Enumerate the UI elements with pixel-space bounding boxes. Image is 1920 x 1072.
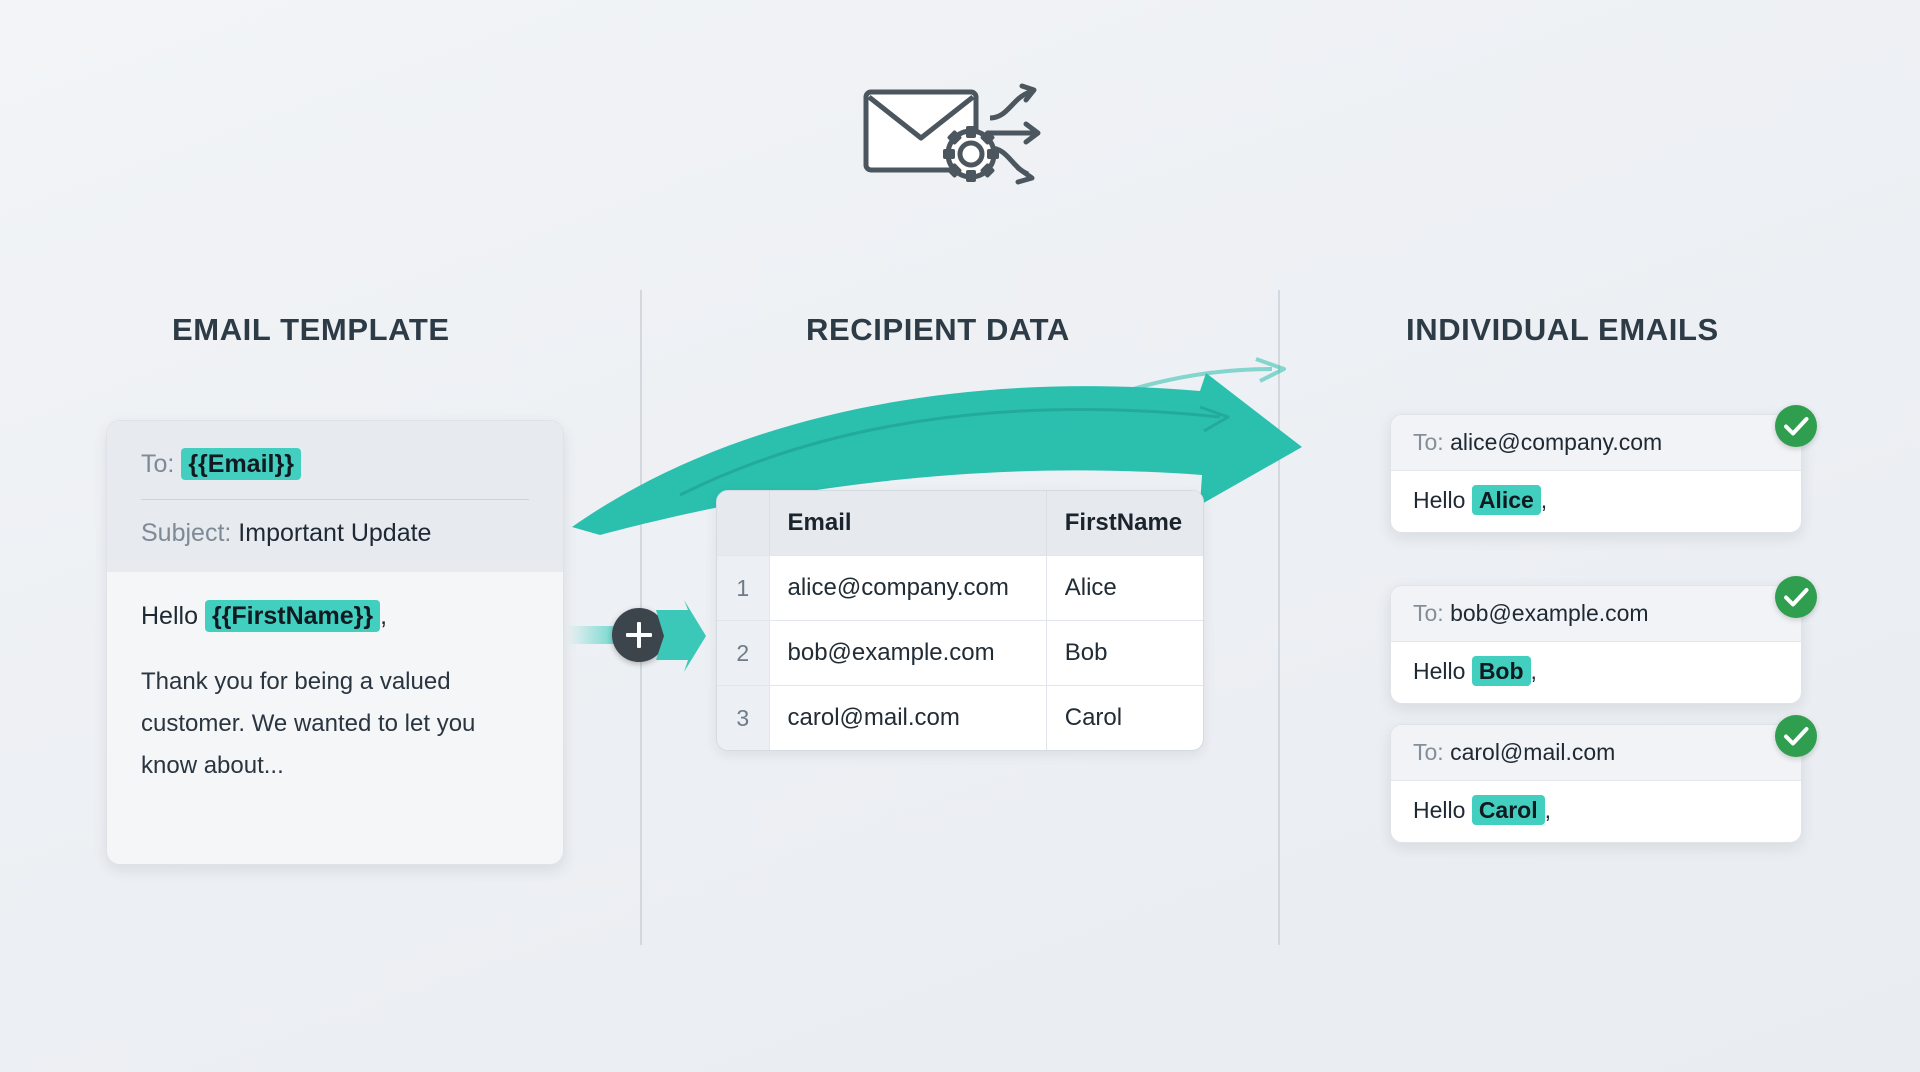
check-circle-icon [1775, 715, 1817, 757]
email-greeting-suffix: , [1530, 658, 1537, 684]
row-firstname: Alice [1046, 555, 1203, 621]
individual-email-card[interactable]: To: carol@mail.com Hello Carol, [1390, 724, 1802, 843]
template-to-label: To: [141, 450, 175, 478]
row-firstname: Carol [1064, 704, 1123, 731]
individual-email-card[interactable]: To: bob@example.com Hello Bob, [1390, 585, 1802, 704]
column-header-email: Email [768, 491, 1047, 556]
email-to-value: bob@example.com [1450, 600, 1649, 626]
template-header: To: {{Email}} Subject: Important Update [107, 421, 563, 572]
template-subject-value: Important Update [238, 519, 432, 547]
email-template-card[interactable]: To: {{Email}} Subject: Important Update … [106, 420, 564, 865]
template-subject-label: Subject: [141, 519, 232, 547]
template-paragraph: Thank you for being a valued customer. W… [141, 668, 476, 779]
email-merged-name: Carol [1471, 795, 1545, 825]
individual-email-card[interactable]: To: alice@company.com Hello Alice, [1390, 414, 1802, 533]
email-card-body: Hello Bob, [1391, 642, 1801, 703]
email-greeting-suffix: , [1544, 797, 1551, 823]
email-card-body: Hello Carol, [1391, 781, 1801, 842]
page-title-recipient-data: RECIPIENT DATA [806, 312, 1070, 347]
row-email: carol@mail.com [768, 685, 1047, 750]
email-greeting-prefix: Hello [1413, 658, 1466, 684]
template-greeting-suffix: , [380, 602, 388, 630]
table-row[interactable]: 2 bob@example.com Bob [717, 620, 1203, 686]
email-greeting-prefix: Hello [1413, 487, 1466, 513]
envelope-gear-arrows-icon [862, 78, 1062, 188]
template-body: Hello {{FirstName}}, Thank you for being… [107, 572, 563, 815]
email-card-header: To: carol@mail.com [1391, 725, 1801, 781]
email-to-label: To: [1413, 429, 1444, 455]
column-divider-right [1278, 290, 1280, 945]
email-to-value: carol@mail.com [1450, 739, 1616, 765]
template-to-row: To: {{Email}} [141, 447, 529, 481]
email-greeting-prefix: Hello [1413, 797, 1466, 823]
table-header-row: Email FirstName [717, 491, 1203, 556]
template-firstname-token: {{FirstName}} [204, 600, 381, 632]
merge-connector [568, 594, 708, 676]
table-row[interactable]: 3 carol@mail.com Carol [717, 685, 1203, 750]
column-header-firstname: FirstName [1046, 491, 1203, 556]
page-title-email-template: EMAIL TEMPLATE [172, 312, 450, 347]
email-merged-name: Alice [1471, 485, 1541, 515]
column-header-index [717, 491, 769, 556]
template-subject-row: Subject: Important Update [141, 516, 529, 550]
arrow-right-icon [654, 598, 708, 679]
row-email: alice@company.com [768, 555, 1047, 621]
email-to-label: To: [1413, 739, 1444, 765]
row-firstname: Bob [1046, 620, 1203, 686]
email-card-body: Hello Alice, [1391, 471, 1801, 532]
email-card-header: To: alice@company.com [1391, 415, 1801, 471]
email-to-label: To: [1413, 600, 1444, 626]
check-circle-icon [1775, 405, 1817, 447]
recipient-data-table[interactable]: Email FirstName 1 alice@company.com Alic… [716, 490, 1204, 751]
template-to-token: {{Email}} [181, 448, 301, 480]
email-greeting-suffix: , [1540, 487, 1548, 513]
email-card-header: To: bob@example.com [1391, 586, 1801, 642]
row-index: 2 [717, 620, 769, 686]
email-to-value: alice@company.com [1450, 429, 1663, 455]
row-index: 1 [717, 555, 769, 621]
page-title-individual-emails: INDIVIDUAL EMAILS [1406, 312, 1719, 347]
row-index: 3 [717, 685, 769, 750]
template-greeting: Hello {{FirstName}}, [141, 600, 529, 632]
row-email: bob@example.com [768, 620, 1047, 686]
plus-merge-icon[interactable] [612, 608, 666, 662]
check-circle-icon [1775, 576, 1817, 618]
email-merged-name: Bob [1471, 656, 1531, 686]
table-row[interactable]: 1 alice@company.com Alice [717, 555, 1203, 621]
template-separator [141, 499, 529, 500]
template-greeting-prefix: Hello [141, 602, 198, 630]
